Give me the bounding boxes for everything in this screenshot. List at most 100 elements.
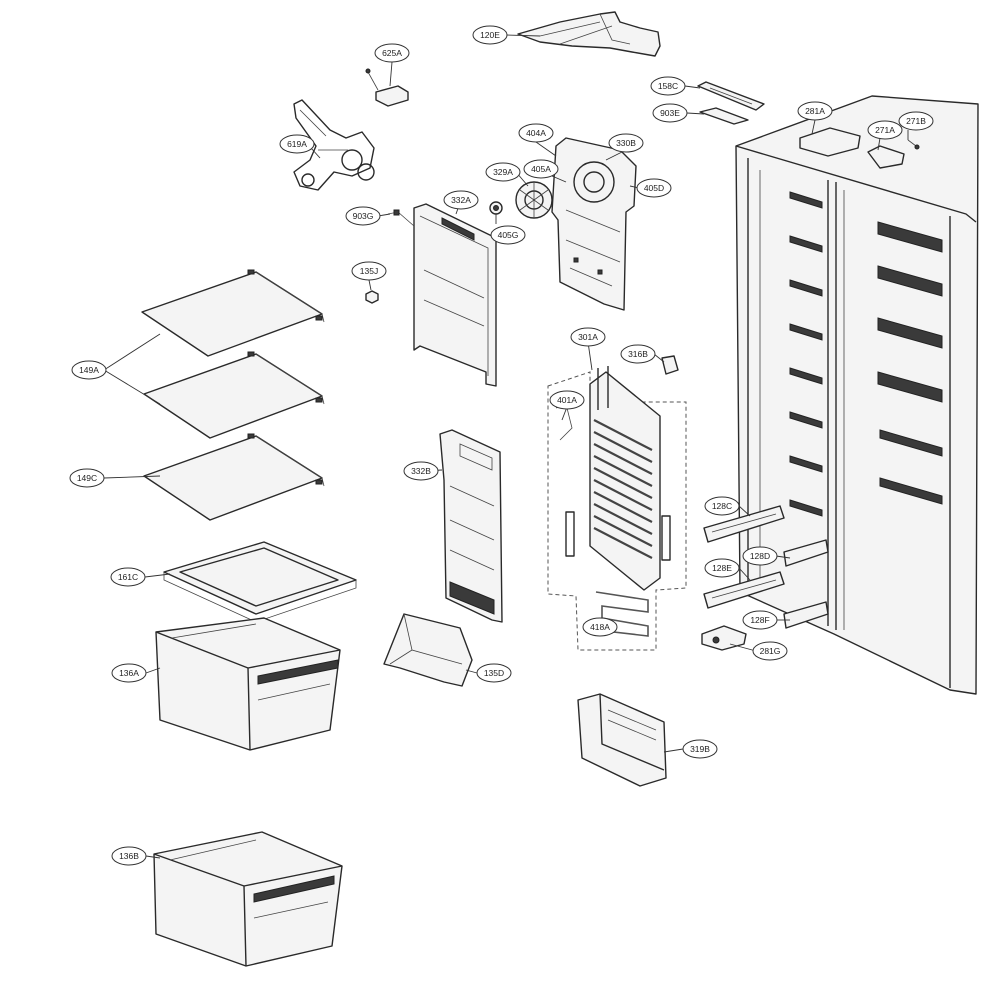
- svg-text:316B: 316B: [628, 349, 648, 359]
- callout-271A: 271A: [867, 120, 903, 140]
- svg-text:281G: 281G: [760, 646, 781, 656]
- callout-404A: 404A: [518, 123, 554, 143]
- svg-text:136B: 136B: [119, 851, 139, 861]
- svg-text:149A: 149A: [79, 365, 99, 375]
- part-301A-evaporator-group: [547, 366, 687, 651]
- callout-903G: 903G: [345, 206, 381, 226]
- callout-281G: 281G: [752, 641, 788, 661]
- callout-136A: 136A: [111, 663, 147, 683]
- callout-281A: 281A: [797, 101, 833, 121]
- part-903G-connector: [387, 209, 415, 227]
- svg-text:136A: 136A: [119, 668, 139, 678]
- callout-128C: 128C: [704, 496, 740, 516]
- leader-lines: [103, 34, 909, 859]
- svg-text:405A: 405A: [531, 164, 551, 174]
- svg-text:418A: 418A: [590, 622, 610, 632]
- svg-text:281A: 281A: [805, 106, 825, 116]
- callout-271B: 271B: [898, 111, 934, 131]
- callout-332A: 332A: [443, 190, 479, 210]
- callout-316B: 316B: [620, 344, 656, 364]
- svg-text:401A: 401A: [557, 395, 577, 405]
- part-281A-cabinet: [735, 95, 979, 695]
- part-158C-strip: [697, 81, 765, 111]
- callout-625A: 625A: [374, 43, 410, 63]
- svg-text:330B: 330B: [616, 138, 636, 148]
- part-149A-shelf-lower: [143, 351, 325, 439]
- svg-text:128D: 128D: [750, 551, 770, 561]
- part-135J-nut: [365, 290, 379, 304]
- part-316B-block: [661, 355, 679, 375]
- callout-903E: 903E: [652, 103, 688, 123]
- part-128E-rail: [703, 571, 785, 609]
- callout-149A: 149A: [71, 360, 107, 380]
- svg-text:135J: 135J: [360, 266, 378, 276]
- callout-619A: 619A: [279, 134, 315, 154]
- svg-text:319B: 319B: [690, 744, 710, 754]
- part-405G-ring: [489, 201, 503, 215]
- svg-text:625A: 625A: [382, 48, 402, 58]
- svg-text:903E: 903E: [660, 108, 680, 118]
- svg-text:329A: 329A: [493, 167, 513, 177]
- callout-161C: 161C: [110, 567, 146, 587]
- part-128C-rail: [703, 505, 785, 543]
- part-149C-shelf: [143, 433, 325, 521]
- callout-418A: 418A: [582, 617, 618, 637]
- part-120E-duct-cover: [517, 11, 661, 57]
- svg-text:332A: 332A: [451, 195, 471, 205]
- svg-text:405D: 405D: [644, 183, 664, 193]
- svg-text:405G: 405G: [498, 230, 519, 240]
- callout-135J: 135J: [351, 261, 387, 281]
- svg-text:120E: 120E: [480, 30, 500, 40]
- svg-text:128F: 128F: [750, 615, 769, 625]
- callout-128D: 128D: [742, 546, 778, 566]
- part-128F-rail: [783, 601, 829, 629]
- callout-158C: 158C: [650, 76, 686, 96]
- callout-330B: 330B: [608, 133, 644, 153]
- part-319B-duct: [577, 693, 667, 787]
- callout-405D: 405D: [636, 178, 672, 198]
- callout-149C: 149C: [69, 468, 105, 488]
- callout-405G: 405G: [490, 225, 526, 245]
- callout-301A: 301A: [570, 327, 606, 347]
- callout-319B: 319B: [682, 739, 718, 759]
- svg-text:161C: 161C: [118, 572, 138, 582]
- part-149A-shelf-upper: [141, 269, 325, 357]
- svg-text:301A: 301A: [578, 332, 598, 342]
- part-136B-drawer: [153, 831, 343, 967]
- part-161C-frame: [163, 541, 357, 623]
- svg-text:135D: 135D: [484, 668, 504, 678]
- part-136A-drawer: [155, 617, 341, 751]
- part-135D-tray: [383, 613, 473, 687]
- part-619A-valve: [293, 99, 375, 191]
- part-332A-panel: [413, 203, 497, 387]
- svg-text:903G: 903G: [353, 211, 374, 221]
- callout-136B: 136B: [111, 846, 147, 866]
- svg-text:149C: 149C: [77, 473, 97, 483]
- part-271B-screw: [907, 139, 920, 150]
- part-418A-heater: [595, 591, 649, 637]
- svg-text:271A: 271A: [875, 125, 895, 135]
- callout-128E: 128E: [704, 558, 740, 578]
- evaporator-tubes: [593, 419, 653, 559]
- svg-text:128E: 128E: [712, 563, 732, 573]
- part-329A-fan: [515, 181, 553, 219]
- part-903E-pad: [699, 107, 749, 125]
- part-330B-fan-housing: [551, 137, 637, 311]
- svg-text:619A: 619A: [287, 139, 307, 149]
- callout-135D: 135D: [476, 663, 512, 683]
- part-281G-bracket: [701, 625, 747, 651]
- callout-329A: 329A: [485, 162, 521, 182]
- callout-120E: 120E: [472, 25, 508, 45]
- callout-405A: 405A: [523, 159, 559, 179]
- callout-332B: 332B: [403, 461, 439, 481]
- cabinet-shelf-rails: [789, 191, 943, 517]
- svg-text:128C: 128C: [712, 501, 732, 511]
- svg-text:404A: 404A: [526, 128, 546, 138]
- part-625A-bracket: [365, 68, 409, 107]
- svg-text:271B: 271B: [906, 116, 926, 126]
- svg-text:332B: 332B: [411, 466, 431, 476]
- callout-401A: 401A: [549, 390, 585, 410]
- part-128D-rail: [783, 539, 829, 567]
- part-271A-hinge: [867, 145, 905, 169]
